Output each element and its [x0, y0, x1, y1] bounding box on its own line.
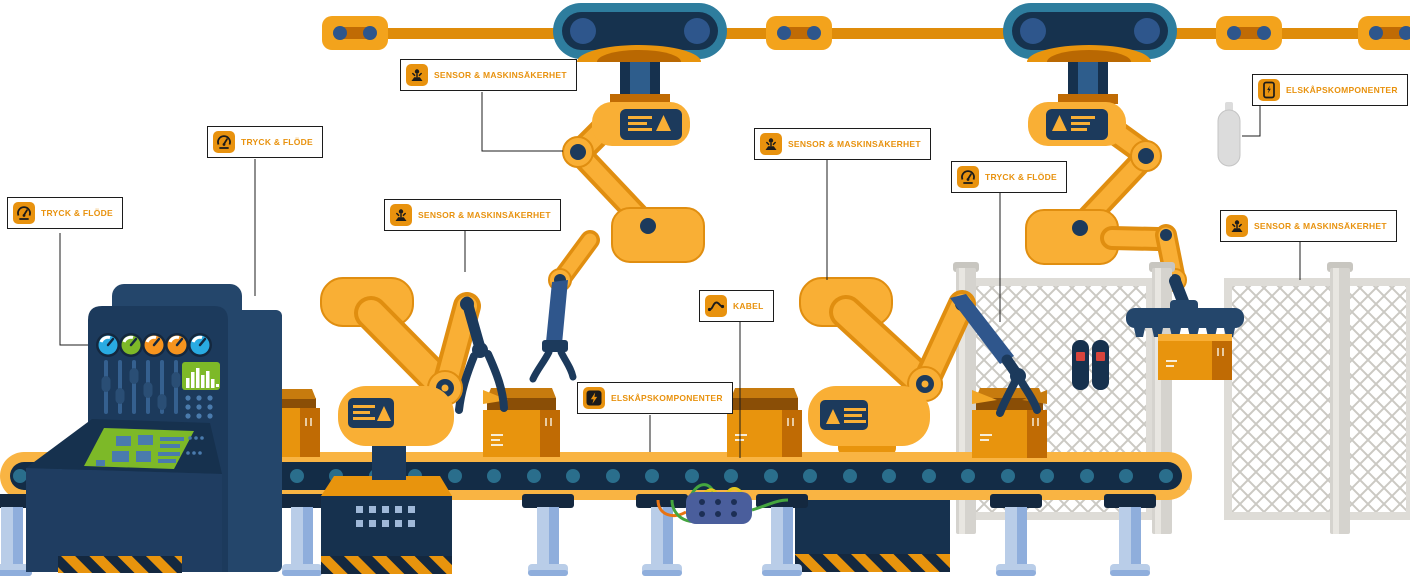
callout-sensor-top: SENSOR & MASKINSÄKERHET: [400, 59, 577, 91]
callout-elskap-center: ELSKÅPSKOMPONENTER: [577, 382, 733, 414]
bar-chart-display: [182, 362, 220, 390]
conveyor-leg: [1104, 494, 1156, 576]
pressure-gauge-icon: [213, 131, 235, 153]
cardboard-box: [972, 388, 1047, 458]
warning-plate: [1046, 109, 1108, 140]
gauge-dial: [188, 333, 212, 357]
cardboard-box: [1158, 334, 1232, 380]
rail-carriage: [766, 16, 832, 50]
callout-label: TRYCK & FLÖDE: [41, 207, 113, 218]
hazard-stripe: [321, 556, 452, 574]
warning-plate: [820, 400, 868, 430]
overhead-rail: [322, 3, 1410, 59]
callout-label: ELSKÅPSKOMPONENTER: [1286, 84, 1398, 95]
callout-kabel: KABEL: [699, 290, 774, 322]
callout-sensor-mid-right: SENSOR & MASKINSÄKERHET: [754, 128, 931, 160]
electrical-component-capsule: [1217, 102, 1241, 167]
fence-panel: [1224, 278, 1410, 520]
console-desk: [26, 419, 222, 573]
callout-label: TRYCK & FLÖDE: [985, 171, 1057, 182]
conveyor-leg: [636, 494, 688, 576]
motion-sensor-icon: [390, 204, 412, 226]
callout-label: SENSOR & MASKINSÄKERHET: [1254, 220, 1387, 231]
robot-base: [321, 476, 452, 574]
callout-tryck-flode-console: TRYCK & FLÖDE: [207, 126, 323, 158]
slider-bank: [101, 360, 181, 414]
hazard-stripe: [58, 556, 182, 573]
callout-label: SENSOR & MASKINSÄKERHET: [434, 69, 567, 80]
rail-carriage: [1358, 16, 1410, 50]
blue-gripper: [529, 280, 577, 383]
cabinet-lightning-icon: [1258, 79, 1280, 101]
conveyor-robot-left: [320, 277, 508, 574]
indicator-dots: [185, 395, 213, 419]
cardboard-box: [483, 388, 560, 457]
callout-label: TRYCK & FLÖDE: [241, 136, 313, 147]
callout-sensor-right: SENSOR & MASKINSÄKERHET: [1220, 210, 1397, 242]
callout-label: KABEL: [733, 300, 764, 311]
wire: [656, 499, 687, 517]
callout-elskap-right: ELSKÅPSKOMPONENTER: [1252, 74, 1408, 106]
red-button: [1096, 352, 1105, 361]
conveyor-legs: [0, 494, 1156, 576]
base-vents: [356, 506, 415, 527]
conveyor-leg: [276, 494, 328, 576]
cable-junction-box: [656, 483, 789, 524]
fence-gate-handles: [1072, 340, 1109, 390]
cable-icon: [705, 295, 727, 317]
warning-plate: [348, 398, 394, 428]
callout-sensor-mid-left: SENSOR & MASKINSÄKERHET: [384, 199, 561, 231]
gauge-dial: [142, 333, 166, 357]
robot-base: [795, 496, 950, 572]
cardboard-box: [727, 388, 802, 457]
conveyor-robot-right-claw: [950, 294, 1041, 417]
callout-connectors: [59, 92, 1301, 458]
robot-trolley: [553, 3, 727, 59]
red-button: [1076, 352, 1085, 361]
rail-carriage: [1216, 16, 1282, 50]
lightning-square-icon: [583, 387, 605, 409]
robot-trolley: [1003, 3, 1177, 59]
callout-label: SENSOR & MASKINSÄKERHET: [418, 209, 551, 220]
hanging-robot-arm-right: [1025, 45, 1187, 292]
control-console: [26, 284, 282, 573]
callout-tryck-flode-left: TRYCK & FLÖDE: [7, 197, 123, 229]
callout-tryck-flode-right: TRYCK & FLÖDE: [951, 161, 1067, 193]
gauge-dial: [96, 333, 120, 357]
conveyor-robot-right: [795, 277, 976, 572]
callout-label: ELSKÅPSKOMPONENTER: [611, 392, 723, 403]
conveyor-leg: [990, 494, 1042, 576]
fence-post: [1327, 262, 1353, 534]
robot-claw: [455, 296, 508, 414]
conveyor-belt: [0, 452, 1192, 500]
warning-plate: [620, 109, 682, 140]
hanging-robot-arm-center: [529, 45, 705, 383]
callout-label: SENSOR & MASKINSÄKERHET: [788, 138, 921, 149]
pressure-gauge-icon: [957, 166, 979, 188]
gauge-dial: [165, 333, 189, 357]
pressure-gauge-icon: [13, 202, 35, 224]
motion-sensor-icon: [406, 64, 428, 86]
screen-widgets: [96, 435, 204, 466]
motion-sensor-icon: [760, 133, 782, 155]
rail-carriage: [322, 16, 388, 50]
motion-sensor-icon: [1226, 215, 1248, 237]
conveyor-leg: [522, 494, 574, 576]
gauge-dial: [119, 333, 143, 357]
suction-gripper-assembly: [1126, 275, 1244, 380]
wire: [751, 498, 789, 512]
